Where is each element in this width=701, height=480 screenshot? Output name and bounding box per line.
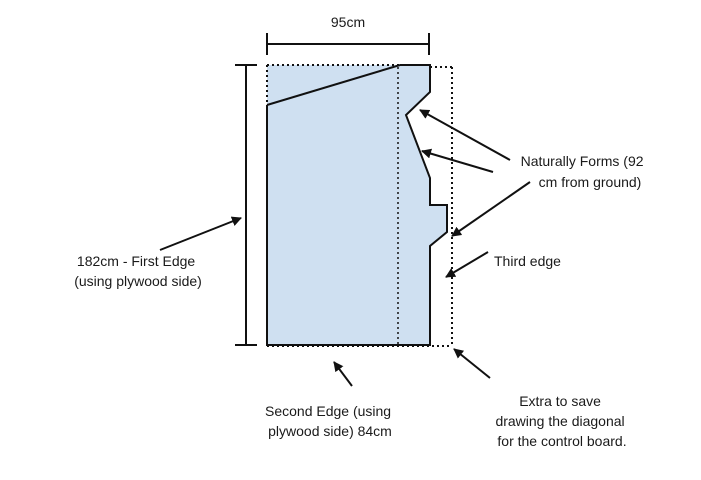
- second-edge-arrow: [333, 361, 353, 387]
- second-edge-label: Second Edge (using plywood side) 84cm: [265, 403, 395, 439]
- naturally-forms-arrow-2: [421, 148, 494, 173]
- panel-shape: [267, 65, 447, 345]
- naturally-forms-arrow-1: [419, 109, 511, 161]
- naturally-forms-arrow-3: [451, 181, 531, 237]
- extra-label: Extra to save drawing the diagonal for t…: [495, 393, 628, 449]
- width-label: 95cm: [331, 14, 365, 30]
- top-slope-line: [266, 64, 401, 106]
- first-edge-label: 182cm - First Edge (using plywood side): [74, 253, 202, 289]
- width-dimension: [266, 33, 430, 55]
- first-edge-arrow: [159, 216, 242, 251]
- naturally-forms-label: Naturally Forms (92 cm from ground): [521, 153, 648, 190]
- third-edge-arrow: [445, 251, 489, 278]
- height-dimension: [235, 64, 257, 346]
- third-edge-label: Third edge: [494, 253, 561, 269]
- extra-arrow: [453, 348, 491, 379]
